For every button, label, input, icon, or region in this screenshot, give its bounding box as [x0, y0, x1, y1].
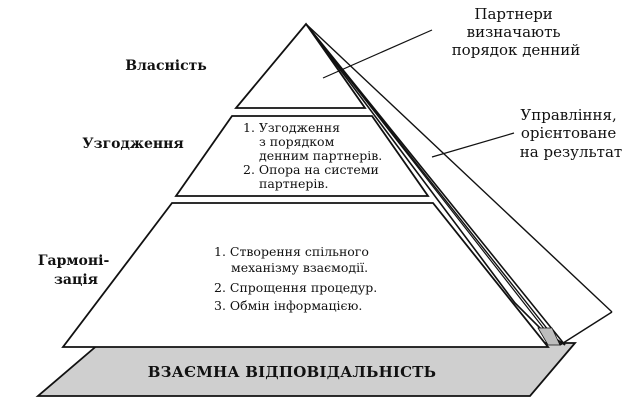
callout-partners-line-1: Партнери	[474, 5, 552, 23]
side-edge-inner-2	[305, 23, 561, 346]
alignment-item-1-line-1: 1. Узгодження	[243, 120, 340, 135]
callout-partners-agenda: Партнери визначають порядок денний	[452, 5, 581, 59]
harmonization-item-2: 2. Спрощення процедур.	[214, 280, 377, 295]
level-bottom-face	[61, 202, 550, 348]
harmonization-item-1-line-1: 1. Створення спільного	[214, 244, 369, 259]
level-label-alignment: Узгодження	[82, 136, 183, 152]
callout-results-management: Управління, орієнтоване на результат	[520, 106, 622, 161]
callout-partners-line-3: порядок денний	[452, 41, 581, 59]
callout-results-line-2: орієнтоване	[521, 124, 617, 142]
harmonization-item-3: 3. Обмін інформацією.	[214, 298, 362, 313]
level-middle-face	[174, 115, 430, 197]
level-label-ownership: Власність	[125, 58, 207, 74]
side-shadow-strip	[537, 327, 561, 346]
callout-partners-line-2: визначають	[467, 23, 561, 41]
level-top-face	[234, 22, 367, 109]
alignment-item-2-line-1: 2. Опора на системи	[243, 162, 379, 177]
alignment-item-2: 2. Опора на системи партнерів.	[243, 162, 383, 191]
callout-results-pointer	[431, 132, 515, 158]
level-label-harmonization-line-2: зація	[54, 272, 98, 288]
side-edge-bottom	[559, 311, 613, 346]
level-label-harmonization: Гармоні- зація	[38, 253, 114, 288]
callout-results-line-3: на результат	[520, 143, 622, 161]
base-label: ВЗАЄМНА ВІДПОВІДАЛЬНІСТЬ	[148, 363, 436, 381]
harmonization-item-1: 1. Створення спільного механізму взаємод…	[214, 244, 373, 275]
level-label-harmonization-line-1: Гармоні-	[38, 253, 110, 269]
alignment-item-1-line-3: денним партнерів.	[259, 148, 382, 163]
alignment-item-1: 1. Узгодження з порядком денним партнері…	[243, 120, 382, 163]
side-edge-outer	[305, 23, 613, 313]
callout-results-line-1: Управління,	[520, 106, 616, 124]
callout-partners-pointer	[322, 29, 433, 79]
harmonization-item-1-line-2: механізму взаємодії.	[231, 260, 368, 275]
alignment-item-1-line-2: з порядком	[259, 134, 335, 149]
alignment-item-2-line-2: партнерів.	[259, 176, 328, 191]
